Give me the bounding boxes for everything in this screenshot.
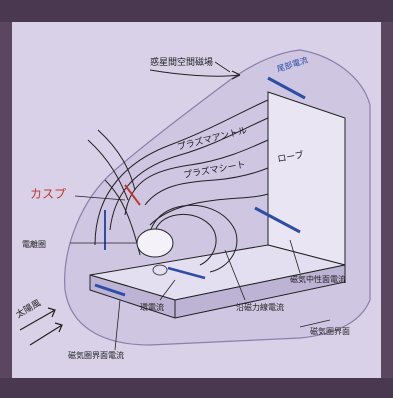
dipole-loop-3 bbox=[104, 179, 141, 256]
tail-current-line bbox=[267, 76, 306, 100]
bottom-band bbox=[0, 378, 393, 398]
ring-current-loop bbox=[152, 264, 168, 276]
imf-arrow bbox=[231, 70, 241, 80]
label-ionosphere: 電離圏 bbox=[22, 239, 46, 249]
field-line-2 bbox=[109, 117, 269, 231]
top-band bbox=[0, 0, 393, 22]
neutral-sheet-current-line bbox=[254, 206, 301, 234]
leader-neutral bbox=[289, 239, 301, 274]
magnetopause-current-line bbox=[94, 283, 126, 297]
leader-mp-current bbox=[114, 299, 121, 351]
dipole-loop-1 bbox=[154, 213, 217, 266]
leader-magnetopause bbox=[299, 319, 331, 328]
solar-wind-arrow-1 bbox=[19, 307, 56, 331]
field-line-4 bbox=[144, 167, 269, 206]
leader-ring-current bbox=[159, 279, 176, 301]
tail-cross-section bbox=[267, 91, 346, 266]
label-field-aligned-current: 沿磁力線電流 bbox=[236, 302, 284, 312]
imf-line-top bbox=[149, 69, 241, 77]
cusp-field-line-a bbox=[97, 129, 136, 191]
label-magnetopause: 磁気圏界面 bbox=[310, 326, 350, 336]
field-line-5 bbox=[149, 193, 269, 226]
field-line-1 bbox=[94, 99, 269, 246]
solar-wind-arrow-2 bbox=[29, 322, 63, 346]
ring-current-line bbox=[167, 266, 206, 280]
label-cusp: カスプ bbox=[30, 187, 66, 201]
leader-fac bbox=[224, 249, 246, 301]
label-magnetopause-current: 磁気圏界面電流 bbox=[68, 350, 124, 360]
earth bbox=[136, 228, 174, 258]
leader-cusp bbox=[74, 195, 126, 201]
label-neutral-sheet-current: 磁気中性面電流 bbox=[290, 274, 346, 284]
leader-imf bbox=[214, 61, 231, 73]
label-solar-wind: 太陽風 bbox=[14, 297, 43, 321]
label-ring-current: 環電流 bbox=[140, 302, 164, 312]
cusp-field-line-b bbox=[87, 139, 129, 201]
label-interplanetary-field: 惑星間空間磁場 bbox=[150, 56, 213, 68]
cusp-marker bbox=[124, 184, 141, 206]
